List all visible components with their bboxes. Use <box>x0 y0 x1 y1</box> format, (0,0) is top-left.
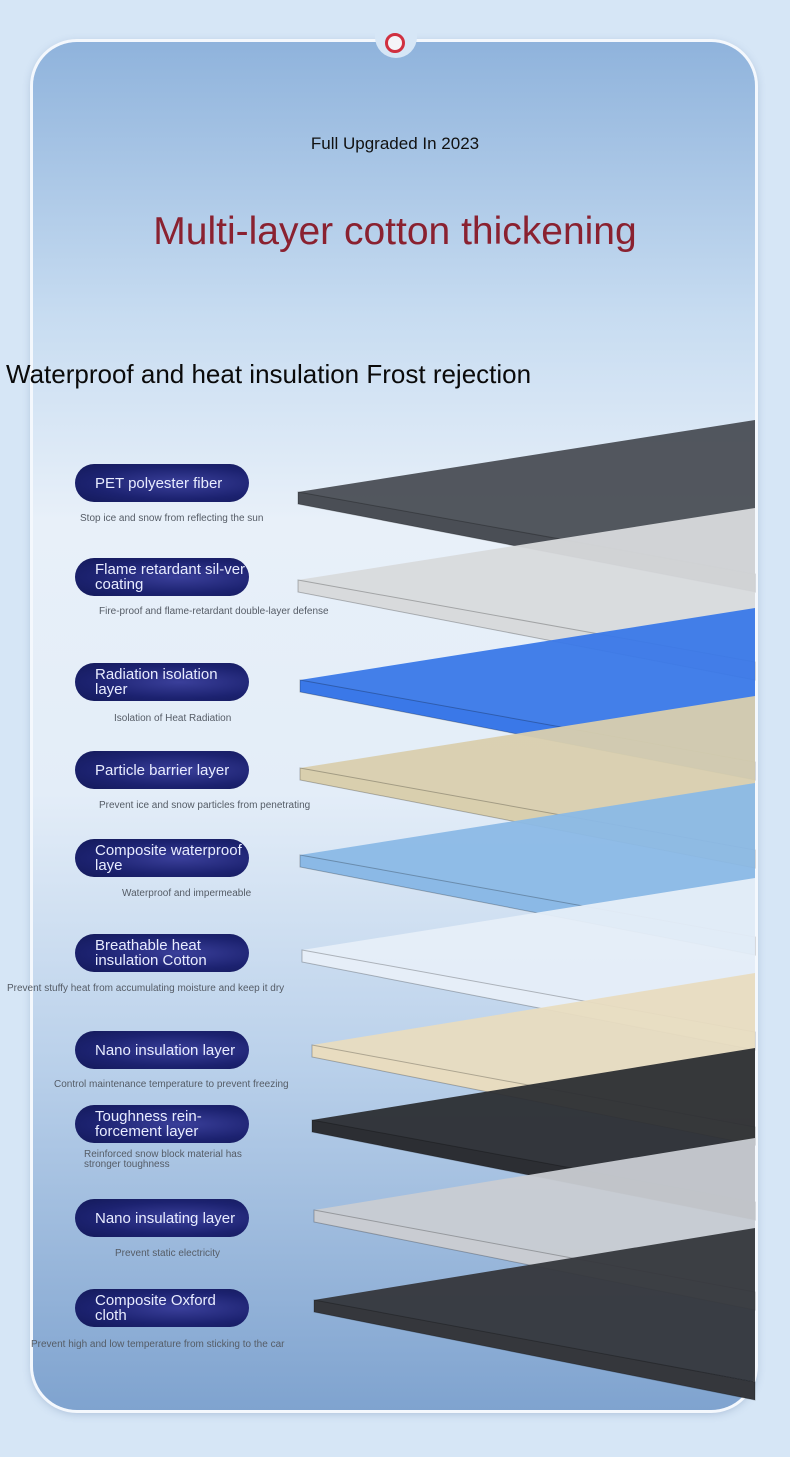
layer-label-pill: Composite waterproof laye <box>75 839 249 877</box>
subtitle: Full Upgraded In 2023 <box>310 134 480 153</box>
layer-surface <box>314 1228 755 1382</box>
layer-label-pill: Breathable heat insulation Cotton <box>75 934 249 972</box>
layer-description: Prevent high and low temperature from st… <box>31 1339 285 1350</box>
layer-label-pill: PET polyester fiber <box>75 464 249 502</box>
layer-surface <box>298 508 755 662</box>
layer-label-pill: Toughness rein-forcement layer <box>75 1105 249 1143</box>
layer-description: Prevent static electricity <box>115 1248 221 1259</box>
layer-label-pill: Composite Oxford cloth <box>75 1289 249 1327</box>
tagline: Waterproof and heat insulation Frost rej… <box>6 359 532 389</box>
layer-label-pill: Particle barrier layer <box>75 751 249 789</box>
layer-label-pill: Flame retardant sil-ver coating <box>75 558 249 596</box>
layer-description: Stop ice and snow from reflecting the su… <box>80 513 264 524</box>
page-title: Multi-layer cotton thickening <box>153 210 637 253</box>
layer-description: Prevent stuffy heat from accumulating mo… <box>7 983 285 994</box>
layer-description: Isolation of Heat Radiation <box>114 713 232 724</box>
ring-icon <box>385 33 405 53</box>
layer-label-pill: Nano insulation layer <box>75 1031 249 1069</box>
layer-label-pill: Nano insulating layer <box>75 1199 249 1237</box>
layer-description: Fire-proof and flame-retardant double-la… <box>99 606 329 617</box>
layer-edge <box>313 1299 756 1401</box>
layer-label-pill: Radiation isolation layer <box>75 663 249 701</box>
layer-description: Reinforced snow block material has stron… <box>84 1149 242 1170</box>
layer-description: Waterproof and impermeable <box>122 888 252 899</box>
layer-description: Control maintenance temperature to preve… <box>54 1079 289 1090</box>
layer-description: Prevent ice and snow particles from pene… <box>99 800 311 811</box>
